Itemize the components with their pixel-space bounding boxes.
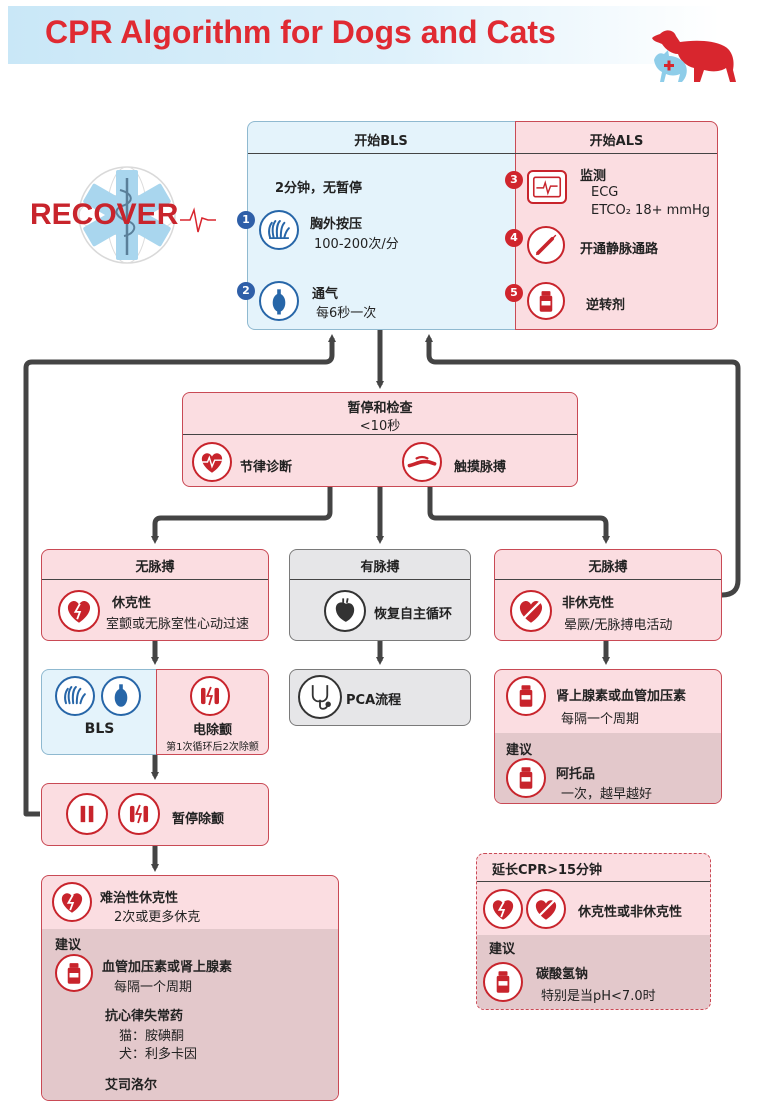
bls-mini-label: BLS bbox=[84, 721, 115, 737]
refractory-box bbox=[41, 875, 339, 1101]
bicarbonate-vial-icon bbox=[483, 962, 523, 1002]
refractory-suggest-band bbox=[42, 929, 338, 1100]
nonshockable-label: 非休克性 bbox=[562, 596, 615, 611]
ventilation-rate: 每6秒一次 bbox=[316, 306, 377, 321]
antiarrhythmic-label: 抗心律失常药 bbox=[105, 1009, 184, 1024]
rhythm-label: 节律诊断 bbox=[240, 460, 293, 475]
refractory-label: 难治性休克性 bbox=[100, 891, 179, 906]
step-number-4: 4 bbox=[505, 229, 523, 247]
bls-hands-icon bbox=[55, 676, 95, 716]
compressions-label: 胸外按压 bbox=[310, 217, 363, 232]
atropine-detail: 一次，越早越好 bbox=[561, 787, 653, 802]
prolonged-shockable-icon bbox=[483, 889, 523, 929]
iv-access-label: 开通静脉通路 bbox=[580, 242, 659, 257]
heart-rhythm-icon bbox=[192, 442, 232, 482]
pause-icon bbox=[66, 793, 108, 835]
pause-defib-label: 暂停除颤 bbox=[172, 812, 225, 827]
logo-text: RECOVER bbox=[30, 198, 179, 231]
ventilation-bag-icon bbox=[259, 281, 299, 321]
prolonged-header: 延长CPR>15分钟 bbox=[492, 863, 603, 878]
step-number-3: 3 bbox=[505, 171, 523, 189]
bls-cycle: 2分钟，无暂停 bbox=[275, 181, 363, 196]
bls-bag-icon bbox=[101, 676, 141, 716]
pause-defibrillator-icon bbox=[118, 793, 160, 835]
refractory-drug-detail: 每隔一个周期 bbox=[114, 980, 193, 995]
compressions-rate: 100-200次/分 bbox=[314, 237, 399, 252]
pulse-label: 触摸脉搏 bbox=[454, 460, 507, 475]
stethoscope-icon bbox=[298, 675, 342, 719]
rosc-label: 恢复自主循环 bbox=[374, 607, 453, 622]
recover-logo: RECOVER bbox=[30, 160, 220, 270]
syringe-icon bbox=[527, 226, 565, 264]
nonshockable-heart-icon bbox=[510, 590, 552, 632]
shockable-header: 无脉搏 bbox=[135, 560, 175, 575]
rosc-box bbox=[289, 549, 471, 641]
esmolol-label: 艾司洛尔 bbox=[105, 1078, 158, 1093]
pause-title: 暂停和检查 bbox=[347, 401, 413, 416]
defib-label: 电除颤 bbox=[192, 723, 232, 738]
shockable-heart-icon bbox=[58, 590, 100, 632]
monitor-etco2: ETCO₂ 18+ mmHg bbox=[591, 203, 710, 218]
prolonged-suggest-label: 建议 bbox=[489, 942, 516, 957]
ecg-monitor-icon bbox=[527, 170, 567, 204]
rosc-header: 有脉搏 bbox=[360, 560, 400, 575]
epinephrine-label: 肾上腺素或血管加压素 bbox=[556, 689, 687, 704]
pause-check-box bbox=[182, 392, 578, 487]
shockable-label: 休克性 bbox=[112, 596, 152, 611]
drug-vial-icon bbox=[527, 282, 565, 320]
atropine-label: 阿托品 bbox=[556, 767, 596, 782]
atropine-vial-icon bbox=[506, 758, 546, 798]
epinephrine-vial-icon bbox=[506, 676, 546, 716]
heart-organ-icon bbox=[324, 590, 366, 632]
defib-detail: 第1次循环后2次除颤 bbox=[166, 742, 259, 753]
pause-duration: <10秒 bbox=[359, 419, 401, 434]
shockable-detail: 室颤或无脉室性心动过速 bbox=[106, 617, 250, 632]
epinephrine-detail: 每隔一个周期 bbox=[561, 712, 640, 727]
star-of-life-icon bbox=[78, 166, 216, 264]
step-number-2: 2 bbox=[237, 282, 255, 300]
antiarrhythmic-cat: 猫：胺碘酮 bbox=[119, 1029, 185, 1044]
prolonged-nonshockable-icon bbox=[526, 889, 566, 929]
pca-label: PCA流程 bbox=[346, 693, 402, 708]
refractory-suggest-label: 建议 bbox=[55, 938, 82, 953]
hands-compression-icon bbox=[259, 210, 299, 250]
nonshockable-detail: 晕厥/无脉搏电活动 bbox=[564, 618, 673, 633]
step-number-1: 1 bbox=[237, 211, 255, 229]
dog-cat-icon bbox=[652, 30, 736, 82]
als-header: 开始ALS bbox=[589, 134, 644, 149]
bicarbonate-label: 碳酸氢钠 bbox=[536, 967, 589, 982]
step-number-5: 5 bbox=[505, 284, 523, 302]
refractory-detail: 2次或更多休克 bbox=[114, 910, 201, 925]
bls-header: 开始BLS bbox=[354, 134, 408, 149]
bicarbonate-detail: 特别是当pH<7.0时 bbox=[541, 989, 656, 1004]
pulse-palpation-icon bbox=[402, 442, 442, 482]
page-title: CPR Algorithm for Dogs and Cats bbox=[45, 14, 556, 50]
epinephrine-suggest-label: 建议 bbox=[506, 743, 533, 758]
monitor-ecg: ECG bbox=[591, 185, 619, 200]
reversal-label: 逆转剂 bbox=[586, 298, 626, 313]
refractory-vial-icon bbox=[55, 954, 93, 992]
refractory-drug: 血管加压素或肾上腺素 bbox=[102, 960, 233, 975]
ventilation-label: 通气 bbox=[312, 287, 339, 302]
nonshockable-header: 无脉搏 bbox=[588, 560, 628, 575]
antiarrhythmic-dog: 犬：利多卡因 bbox=[119, 1047, 198, 1062]
title-banner bbox=[8, 6, 720, 64]
refractory-heart-icon bbox=[52, 882, 92, 922]
prolonged-label: 休克性或非休克性 bbox=[578, 905, 683, 920]
defibrillator-icon bbox=[190, 676, 230, 716]
monitor-label: 监测 bbox=[580, 169, 607, 184]
